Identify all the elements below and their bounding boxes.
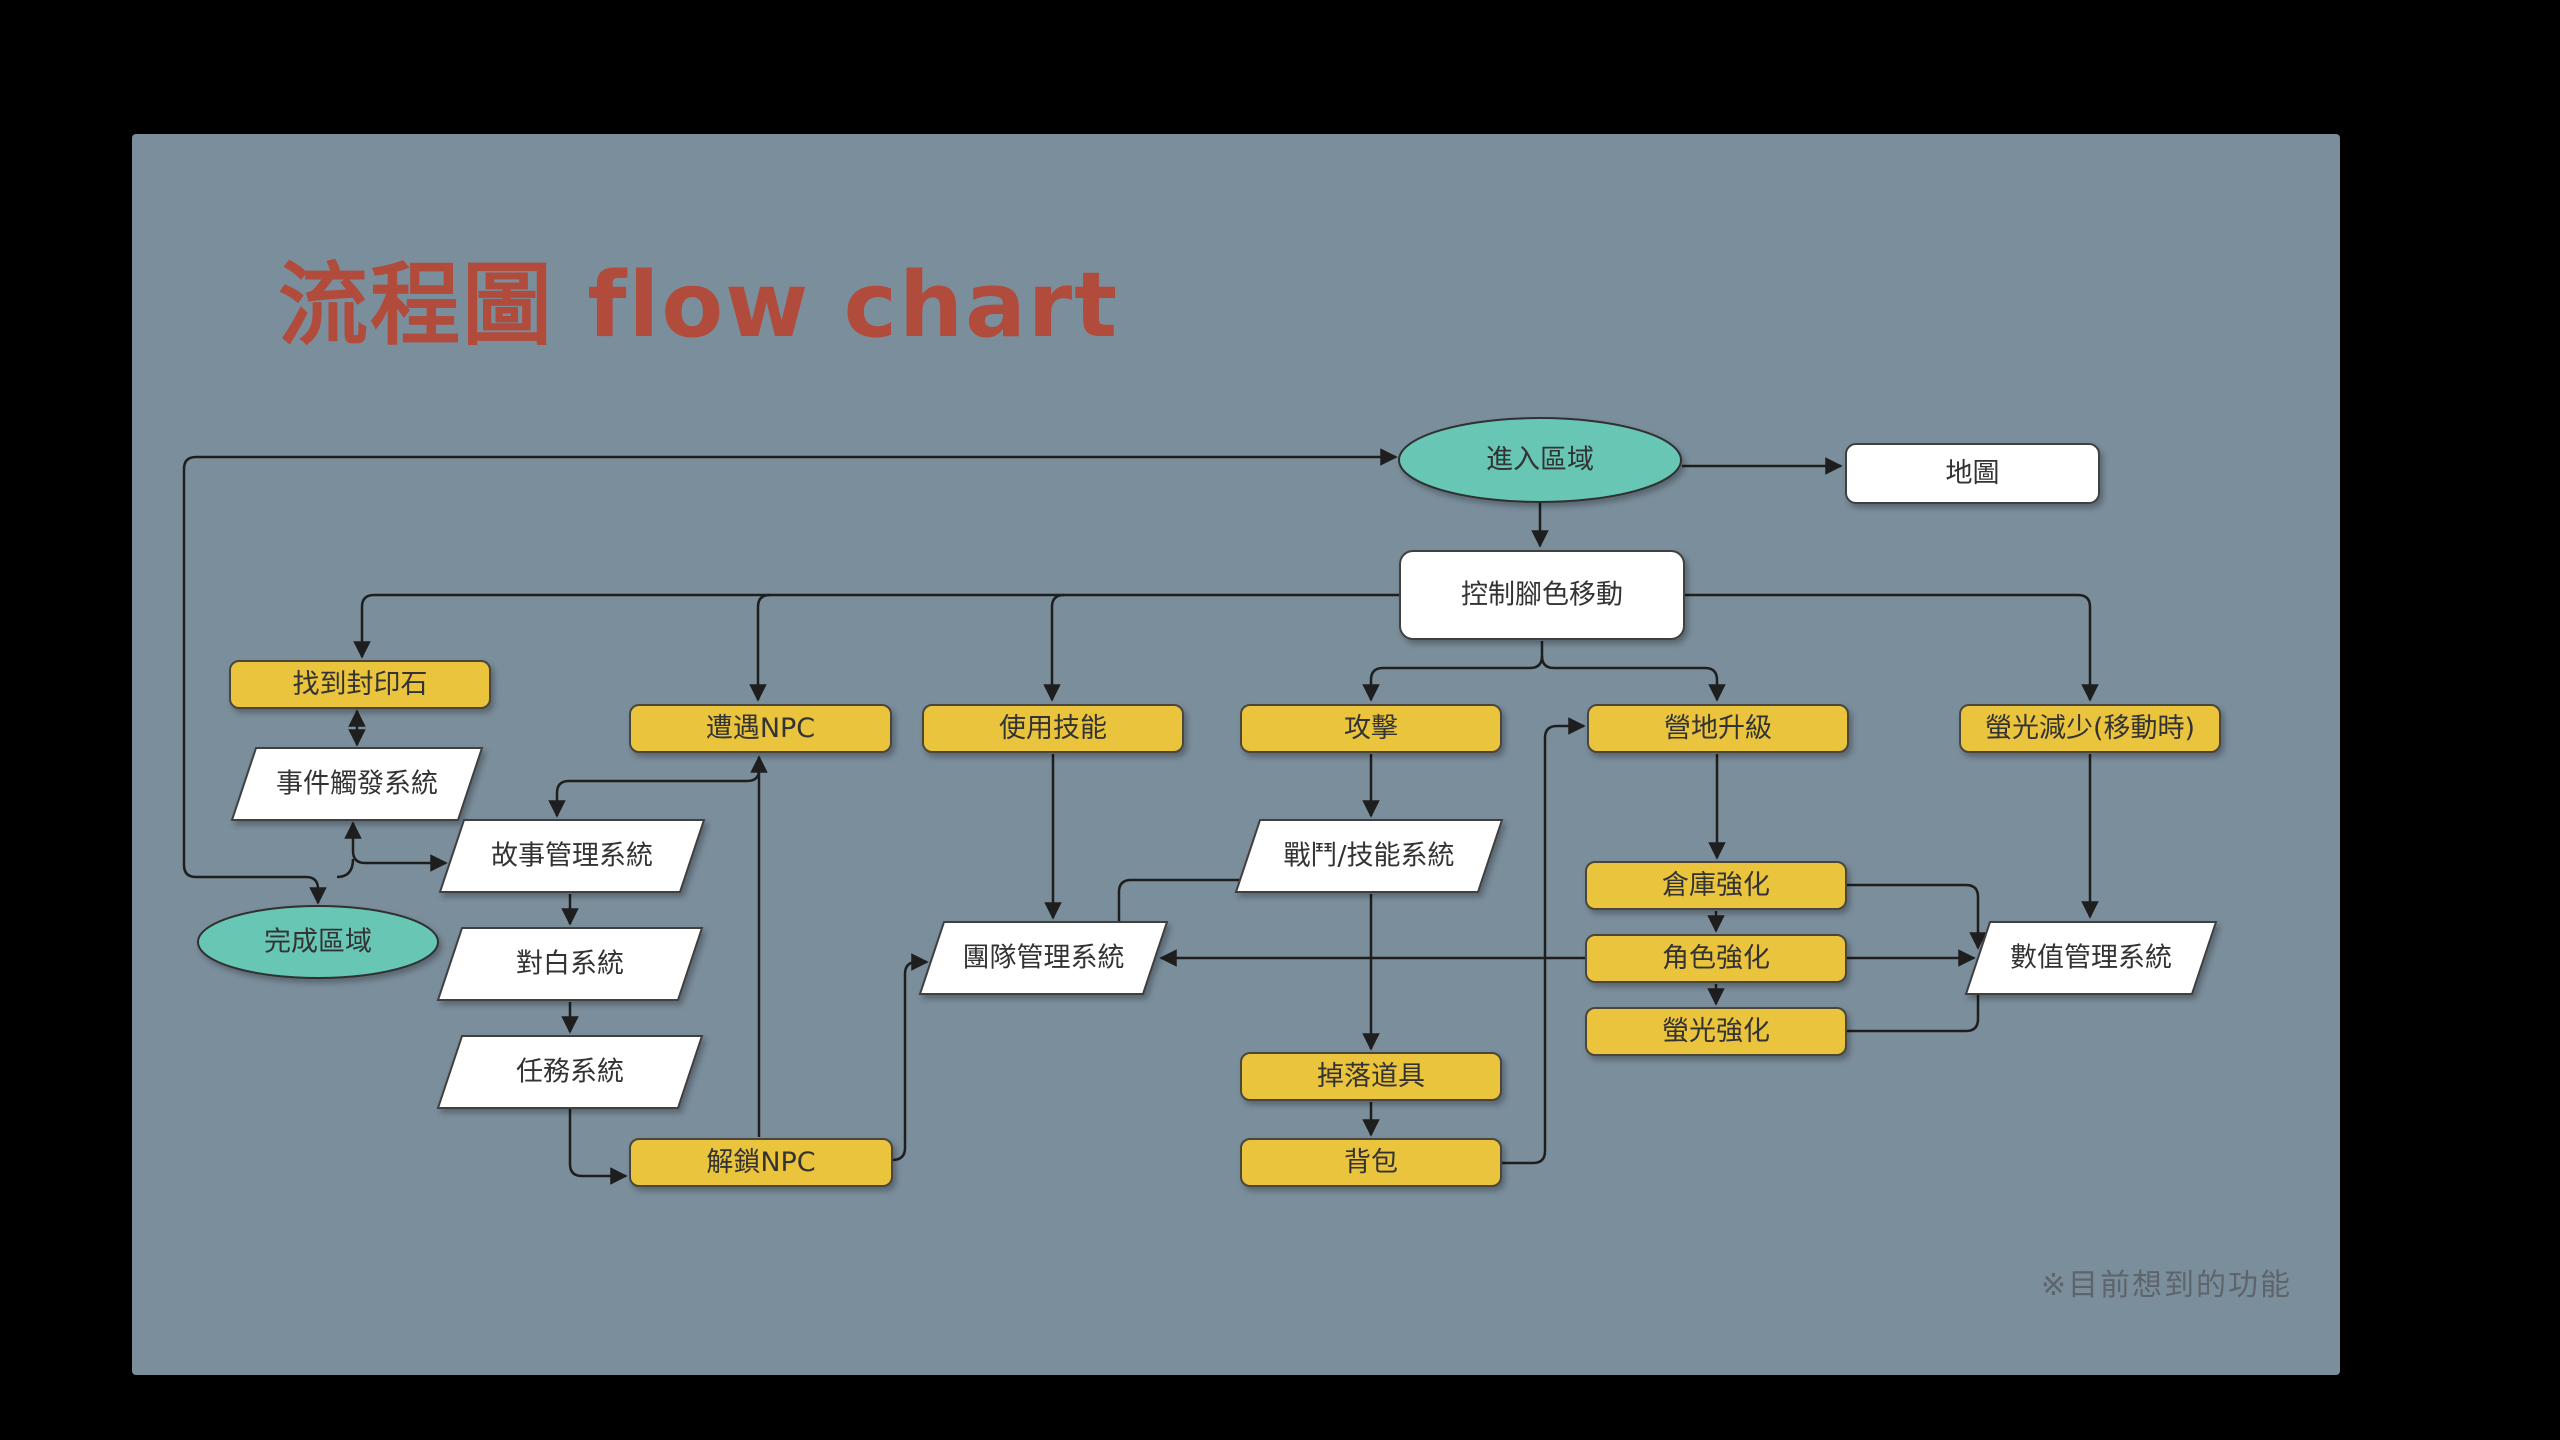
node-task-system: 任務系統 [436, 1035, 704, 1109]
node-label-map: 地圖 [1946, 458, 2000, 489]
node-label-camp-upgrade: 營地升級 [1664, 713, 1772, 744]
node-glow-upgrade: 螢光強化 [1585, 1007, 1847, 1056]
edge-control-to-find-seal [353, 593, 1400, 659]
node-use-skill: 使用技能 [922, 704, 1184, 753]
node-bag: 背包 [1240, 1138, 1502, 1187]
node-label-bag: 背包 [1344, 1147, 1398, 1178]
node-label-team-mgmt-system: 團隊管理系統 [963, 943, 1125, 974]
node-storage-upgrade: 倉庫強化 [1585, 861, 1847, 910]
node-shape-character-upgrade [1585, 934, 1847, 983]
node-label-dialogue-system: 對白系統 [516, 949, 624, 980]
node-label-glow-upgrade: 螢光強化 [1662, 1016, 1770, 1047]
node-glow-decrease-moving: 螢光減少(移動時) [1959, 704, 2221, 753]
node-label-value-mgmt-system: 數值管理系統 [2010, 943, 2172, 974]
node-shape-combat-skill-system [1234, 819, 1504, 893]
node-label-event-trigger-system: 事件觸發系統 [276, 769, 438, 800]
edge-control-to-encounter [749, 593, 771, 702]
edge-unlock-to-team [891, 953, 929, 1162]
node-enter-area: 進入區域 [1398, 417, 1682, 503]
edge-control-to-attack [1362, 641, 1544, 702]
node-shape-event-trigger-system [230, 747, 484, 821]
node-label-combat-skill-system: 戰鬥/技能系統 [1283, 841, 1454, 872]
footnote: ※目前想到的功能 [2040, 1268, 2292, 1303]
node-shape-encounter-npc [629, 704, 892, 753]
edge-encounter-to-story [548, 769, 761, 818]
node-shape-team-mgmt-system [918, 921, 1169, 995]
node-label-drop-item: 掉落道具 [1317, 1061, 1425, 1092]
node-label-enter-area: 進入區域 [1486, 445, 1594, 476]
edge-event-story-double [344, 821, 448, 872]
node-shape-use-skill [922, 704, 1184, 753]
node-shape-task-system [436, 1035, 704, 1109]
edge-control-to-glow-decrease [1684, 593, 2099, 702]
node-shape-unlock-npc [629, 1138, 893, 1187]
node-shape-enter-area [1398, 417, 1682, 503]
node-label-unlock-npc: 解鎖NPC [706, 1147, 815, 1178]
node-shape-storage-upgrade [1585, 861, 1847, 910]
edge-control-to-skill [1043, 593, 1065, 702]
node-shape-find-seal-stone [229, 660, 491, 709]
node-encounter-npc: 遭遇NPC [629, 704, 892, 753]
node-character-upgrade: 角色強化 [1585, 934, 1847, 983]
node-map: 地圖 [1845, 443, 2100, 504]
node-drop-item: 掉落道具 [1240, 1052, 1502, 1101]
node-label-task-system: 任務系統 [516, 1057, 624, 1088]
node-label-find-seal-stone: 找到封印石 [293, 669, 428, 700]
node-story-mgmt-system: 故事管理系統 [438, 819, 706, 893]
edge-event-complete-merge [336, 858, 355, 879]
node-shape-story-mgmt-system [438, 819, 706, 893]
node-shape-camp-upgrade [1587, 704, 1849, 753]
node-combat-skill-system: 戰鬥/技能系統 [1234, 819, 1504, 893]
node-label-complete-area: 完成區域 [264, 927, 372, 958]
node-unlock-npc: 解鎖NPC [629, 1138, 893, 1187]
edge-combat-to-team [1117, 878, 1240, 921]
node-label-encounter-npc: 遭遇NPC [706, 713, 815, 744]
node-shape-bag [1240, 1138, 1502, 1187]
node-label-storage-upgrade: 倉庫強化 [1662, 870, 1770, 901]
edges-layer [182, 448, 2099, 1185]
page-title: 流程圖 flow chart [278, 253, 1120, 358]
node-shape-dialogue-system [436, 927, 704, 1001]
edge-storage-to-value [1846, 883, 1987, 950]
node-attack: 攻擊 [1240, 704, 1502, 753]
node-label-use-skill: 使用技能 [999, 713, 1107, 744]
edge-glow-up-to-value [1846, 972, 1987, 1033]
node-shape-glow-decrease-moving [1959, 704, 2221, 753]
node-label-glow-decrease-moving: 螢光減少(移動時) [1985, 713, 2195, 744]
node-label-control-move: 控制腳色移動 [1461, 580, 1623, 611]
node-control-move: 控制腳色移動 [1399, 550, 1685, 640]
edge-task-to-unlock [568, 1108, 628, 1185]
node-shape-complete-area [197, 905, 439, 979]
node-dialogue-system: 對白系統 [436, 927, 704, 1001]
node-shape-control-move [1399, 550, 1685, 640]
node-shape-value-mgmt-system [1964, 921, 2218, 995]
node-complete-area: 完成區域 [197, 905, 439, 979]
node-camp-upgrade: 營地升級 [1587, 704, 1849, 753]
node-label-attack: 攻擊 [1344, 713, 1398, 744]
edge-complete-to-enter-loop [182, 448, 1398, 905]
node-team-mgmt-system: 團隊管理系統 [918, 921, 1169, 995]
node-label-story-mgmt-system: 故事管理系統 [491, 841, 653, 872]
node-find-seal-stone: 找到封印石 [229, 660, 491, 709]
node-label-character-upgrade: 角色強化 [1662, 943, 1770, 974]
node-shape-attack [1240, 704, 1502, 753]
node-value-mgmt-system: 數值管理系統 [1964, 921, 2218, 995]
node-shape-glow-upgrade [1585, 1007, 1847, 1056]
node-shape-map [1845, 443, 2100, 504]
edge-bag-to-camp [1501, 717, 1586, 1165]
edge-control-to-camp [1540, 655, 1726, 702]
node-event-trigger-system: 事件觸發系統 [230, 747, 484, 821]
node-shape-drop-item [1240, 1052, 1502, 1101]
